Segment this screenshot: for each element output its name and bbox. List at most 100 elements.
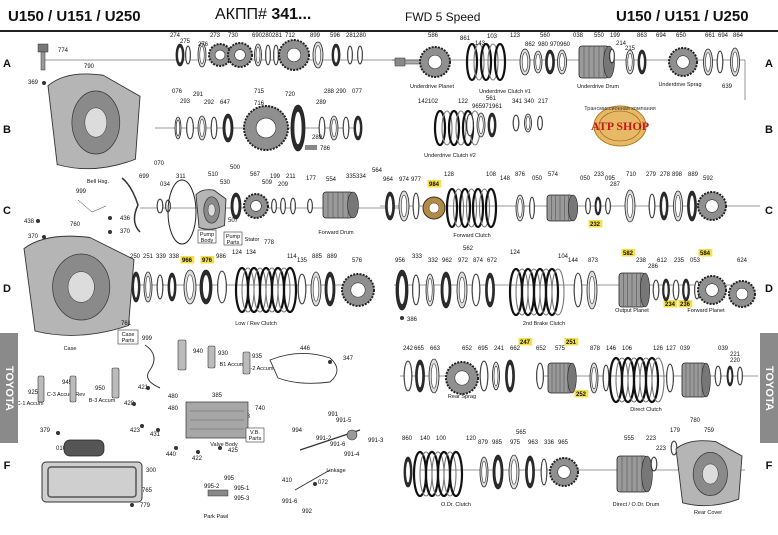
part-177-inner	[307, 199, 313, 213]
part-label-986: 986	[216, 254, 227, 260]
part-label-661: 661	[705, 33, 716, 39]
row-label-a-right: A	[765, 58, 773, 70]
part-label-980: 980	[538, 42, 549, 48]
part-332-bore	[427, 278, 433, 302]
row-label-f-left: F	[3, 460, 11, 472]
part-label-592: 592	[703, 176, 714, 182]
part-label-898: 898	[672, 172, 683, 178]
part-341	[512, 114, 520, 132]
overdrive-clutch	[412, 450, 464, 498]
part-label-438: 438	[24, 219, 35, 225]
part-label-127: 127	[666, 346, 677, 352]
part-211-inner	[290, 198, 296, 214]
part-label-9952: 995-2	[204, 484, 220, 490]
part-label-034: 034	[160, 182, 171, 188]
part-281	[273, 44, 279, 66]
part-672	[485, 272, 495, 308]
part-label-972: 972	[458, 258, 469, 264]
part-217-inner	[537, 116, 543, 130]
part-984-center	[428, 202, 440, 214]
part-label-652b: 652	[536, 346, 547, 352]
part-241	[492, 361, 500, 391]
part-340	[524, 113, 532, 133]
part-label-994: 994	[292, 428, 303, 434]
caption-box-vbparts	[245, 427, 265, 443]
second-brake-clutch	[508, 267, 565, 317]
part-712-hub	[286, 47, 302, 63]
part-864-bore	[732, 51, 738, 73]
part-575	[547, 362, 577, 394]
part-274-bore	[177, 46, 183, 64]
part-label-761: 761	[121, 321, 132, 327]
caption-rsprag: Rear Sprag	[448, 394, 476, 400]
part-215-bore	[627, 53, 633, 71]
part-label-561: 561	[486, 96, 497, 102]
part-label-879: 879	[478, 440, 489, 446]
part-label-332: 332	[428, 258, 439, 264]
part-label-436: 436	[120, 216, 131, 222]
underdrive-sprag	[668, 47, 698, 77]
part-070	[156, 198, 164, 214]
part-431	[156, 428, 160, 432]
part-873	[586, 270, 598, 310]
part-421	[146, 386, 150, 390]
caption-vbparts-line: Parts	[249, 436, 262, 442]
part-663-bore	[430, 363, 438, 389]
underdrive-sprag-hub	[676, 55, 690, 69]
part-label-480b: 480	[168, 406, 179, 412]
part-242	[403, 360, 413, 392]
row-label-c-right: C	[765, 205, 773, 217]
part-label-241: 241	[494, 346, 505, 352]
caption-b3: B-3 Accum	[89, 398, 116, 404]
part-233-bore	[596, 199, 600, 213]
part-873-bore	[588, 276, 596, 304]
caption-usprag: Underdrive Sprag	[658, 82, 701, 88]
part-label-899: 899	[310, 33, 321, 39]
stator	[243, 193, 269, 219]
caption-fclutch: Forward Clutch	[453, 233, 490, 239]
akpp-prefix: АКПП#	[215, 6, 272, 23]
part-986	[217, 270, 227, 304]
part-898	[673, 190, 683, 222]
part-370b	[108, 230, 112, 234]
part-label-070: 070	[154, 161, 165, 167]
part-label-9915: 991-5	[336, 418, 352, 424]
part-label-252-highlight	[574, 390, 589, 398]
part-label-242: 242	[403, 346, 414, 352]
part-label-863: 863	[637, 33, 648, 39]
part-label-273: 273	[210, 33, 221, 39]
overdrive-clutch-plate	[443, 451, 457, 497]
part-label-126: 126	[653, 346, 664, 352]
caption-udrum: Underdrive Drum	[577, 84, 619, 90]
part-label-134: 134	[246, 250, 257, 256]
underdrive-planet-hub	[427, 54, 443, 70]
part-146	[602, 364, 610, 392]
transmission-case-center	[67, 271, 95, 303]
part-076-bore	[176, 119, 180, 137]
part-347	[328, 360, 332, 364]
part-311	[167, 179, 197, 245]
part-label-143: 143	[475, 41, 486, 47]
part-338-bore	[169, 276, 175, 298]
differential-assembly-hub	[255, 117, 277, 139]
part-label-232: 232	[590, 222, 601, 228]
part-095	[605, 197, 611, 215]
part-965b-hub	[557, 465, 571, 479]
part-280-inner	[265, 45, 271, 65]
part-279-inner	[649, 194, 655, 218]
part-438	[36, 219, 40, 223]
caption-odclutch: O.Dr. Clutch	[441, 502, 471, 508]
part-label-889: 889	[688, 172, 699, 178]
part-876-bore	[517, 198, 523, 218]
part-label-576: 576	[352, 258, 363, 264]
part-410-lever	[294, 469, 331, 491]
part-label-211: 211	[286, 174, 296, 180]
part-label-236-highlight	[678, 300, 693, 308]
part-label-930: 930	[218, 351, 229, 357]
part-440	[174, 446, 178, 450]
part-label-9916: 991-6	[330, 442, 346, 448]
part-039	[681, 362, 711, 398]
part-889b-bore	[326, 276, 334, 302]
row-label-c-left: C	[3, 205, 11, 217]
part-340-bore	[525, 116, 531, 130]
